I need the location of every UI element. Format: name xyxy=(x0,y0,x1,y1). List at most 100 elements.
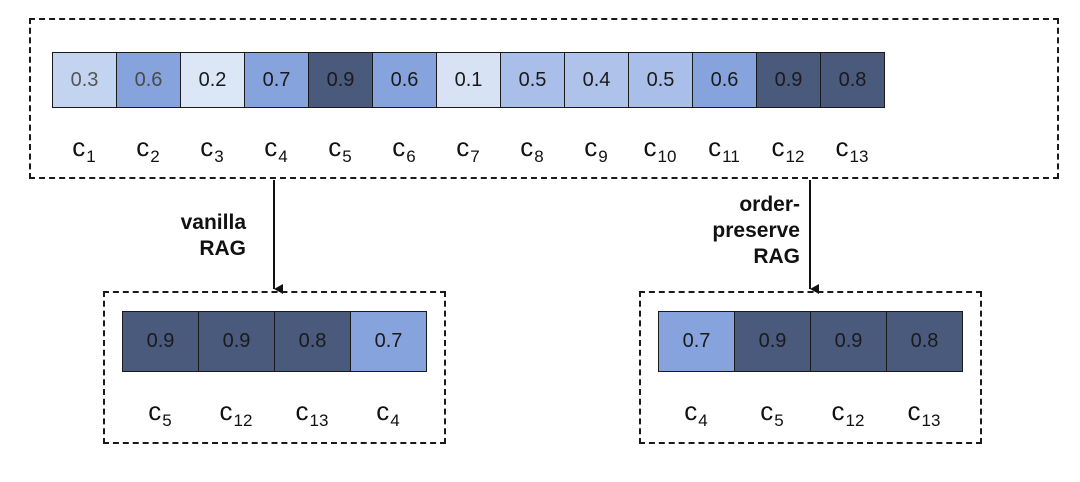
chunk-label-letter: c xyxy=(643,132,657,162)
chunk-label-subscript: 12 xyxy=(845,411,865,430)
chunk-label: c12 xyxy=(198,396,274,431)
chunk-label: c2 xyxy=(116,132,180,167)
chunk-label-subscript: 2 xyxy=(150,147,160,166)
chunk-score-cell: 0.4 xyxy=(565,53,629,108)
order-preserve-result-container xyxy=(639,291,982,444)
chunk-score-cell: 0.7 xyxy=(245,53,309,108)
chunk-score-cell: 0.9 xyxy=(757,53,821,108)
chunk-label-subscript: 3 xyxy=(214,147,224,166)
vanilla-label-line2: RAG xyxy=(199,237,246,260)
chunk-score-cell: 0.9 xyxy=(811,312,887,372)
all-chunks-container xyxy=(29,18,1059,179)
chunk-label-letter: c xyxy=(456,132,470,162)
chunk-label: c10 xyxy=(628,132,692,167)
chunk-label-subscript: 9 xyxy=(598,147,608,166)
chunk-label-subscript: 1 xyxy=(86,147,96,166)
chunk-label: c13 xyxy=(820,132,884,167)
chunk-label: c6 xyxy=(372,132,436,167)
chunk-label-letter: c xyxy=(200,132,214,162)
chunk-score-cell: 0.8 xyxy=(821,53,885,108)
chunk-label-letter: c xyxy=(295,396,309,426)
chunk-label-subscript: 4 xyxy=(278,147,288,166)
chunk-label: c12 xyxy=(810,396,886,431)
chunk-label-letter: c xyxy=(136,132,150,162)
chunk-label-letter: c xyxy=(392,132,406,162)
chunk-label-letter: c xyxy=(328,132,342,162)
chunk-score-cell: 0.6 xyxy=(373,53,437,108)
op-label-line1: order- xyxy=(739,193,800,216)
chunk-label-letter: c xyxy=(72,132,86,162)
chunk-label-letter: c xyxy=(831,396,845,426)
chunk-label-subscript: 13 xyxy=(849,147,869,166)
chunk-label: c11 xyxy=(692,132,756,167)
chunk-score-cell: 0.7 xyxy=(659,312,735,372)
vanilla-result-container xyxy=(103,291,446,444)
chunk-label: c5 xyxy=(122,396,198,431)
chunk-label: c4 xyxy=(658,396,734,431)
chunk-label-subscript: 8 xyxy=(534,147,544,166)
chunk-label: c12 xyxy=(756,132,820,167)
chunk-label-letter: c xyxy=(771,132,785,162)
chunk-label-letter: c xyxy=(684,396,698,426)
chunk-label-letter: c xyxy=(760,396,774,426)
op-label-line2: preserve xyxy=(712,219,800,242)
chunk-score-cell: 0.6 xyxy=(117,53,181,108)
chunk-score-cell: 0.5 xyxy=(501,53,565,108)
chunk-label-subscript: 13 xyxy=(309,411,329,430)
chunk-score-cell: 0.5 xyxy=(629,53,693,108)
chunk-label-letter: c xyxy=(264,132,278,162)
chunk-score-cell: 0.8 xyxy=(887,312,963,372)
chunk-label: c4 xyxy=(244,132,308,167)
chunk-label: c7 xyxy=(436,132,500,167)
chunk-score-cell: 0.9 xyxy=(123,312,199,372)
chunk-score-cell: 0.9 xyxy=(309,53,373,108)
chunk-label-letter: c xyxy=(148,396,162,426)
chunk-label: c5 xyxy=(308,132,372,167)
chunk-label: c1 xyxy=(52,132,116,167)
chunk-label-subscript: 12 xyxy=(233,411,253,430)
chunk-score-cell: 0.7 xyxy=(351,312,427,372)
chunk-label-letter: c xyxy=(907,396,921,426)
chunk-label: c4 xyxy=(350,396,426,431)
order-preserve-rag-label: order- preserve RAG xyxy=(680,192,800,270)
chunk-label-subscript: 12 xyxy=(785,147,805,166)
chunk-score-cell: 0.2 xyxy=(181,53,245,108)
chunk-score-cell: 0.3 xyxy=(53,53,117,108)
chunk-label-subscript: 11 xyxy=(722,147,740,166)
chunk-label: c9 xyxy=(564,132,628,167)
vanilla-rag-label: vanilla RAG xyxy=(150,210,246,262)
chunk-label-subscript: 4 xyxy=(390,411,400,430)
chunk-label-letter: c xyxy=(708,132,722,162)
chunk-label-letter: c xyxy=(376,396,390,426)
chunk-score-cell: 0.9 xyxy=(735,312,811,372)
chunk-label-subscript: 5 xyxy=(342,147,352,166)
chunk-score-cell: 0.9 xyxy=(199,312,275,372)
vanilla-label-line1: vanilla xyxy=(180,211,246,234)
chunk-label: c13 xyxy=(274,396,350,431)
chunk-label-letter: c xyxy=(520,132,534,162)
chunk-label: c5 xyxy=(734,396,810,431)
chunk-label: c8 xyxy=(500,132,564,167)
chunk-label: c13 xyxy=(886,396,962,431)
chunk-label-subscript: 5 xyxy=(774,411,784,430)
chunk-label-letter: c xyxy=(835,132,849,162)
chunk-label-subscript: 5 xyxy=(162,411,172,430)
chunk-score-cell: 0.1 xyxy=(437,53,501,108)
chunk-label-subscript: 4 xyxy=(698,411,708,430)
chunk-label-letter: c xyxy=(219,396,233,426)
chunk-label-letter: c xyxy=(584,132,598,162)
chunk-score-cell: 0.8 xyxy=(275,312,351,372)
chunk-label-subscript: 13 xyxy=(921,411,941,430)
chunk-label-subscript: 10 xyxy=(657,147,677,166)
chunk-label-subscript: 6 xyxy=(406,147,416,166)
chunk-label: c3 xyxy=(180,132,244,167)
op-label-line3: RAG xyxy=(753,245,800,268)
chunk-label-subscript: 7 xyxy=(470,147,480,166)
